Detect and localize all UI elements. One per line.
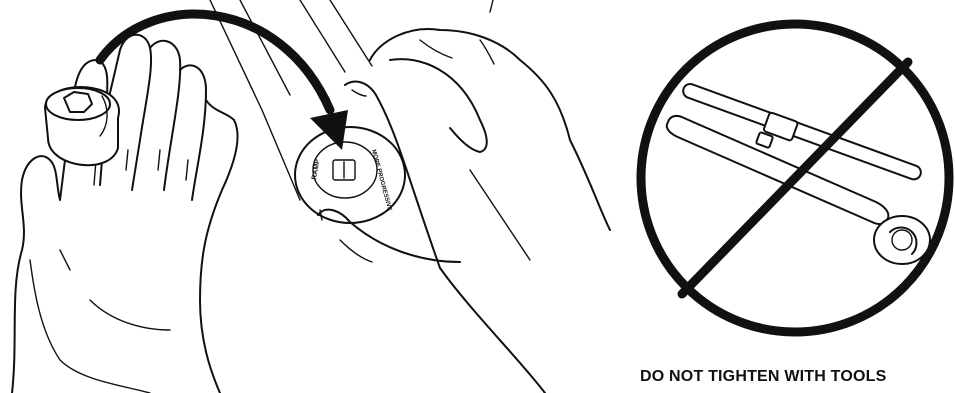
right-hand [318,29,610,393]
adjuster-dial: RAMP MORE PROGRESSIVE [295,127,405,223]
progressive-label: MORE PROGRESSIVE [370,149,392,212]
left-hand [12,35,238,393]
warning-caption: DO NOT TIGHTEN WITH TOOLS [640,368,950,386]
top-cap [45,87,119,165]
ramp-label: RAMP [311,159,322,181]
